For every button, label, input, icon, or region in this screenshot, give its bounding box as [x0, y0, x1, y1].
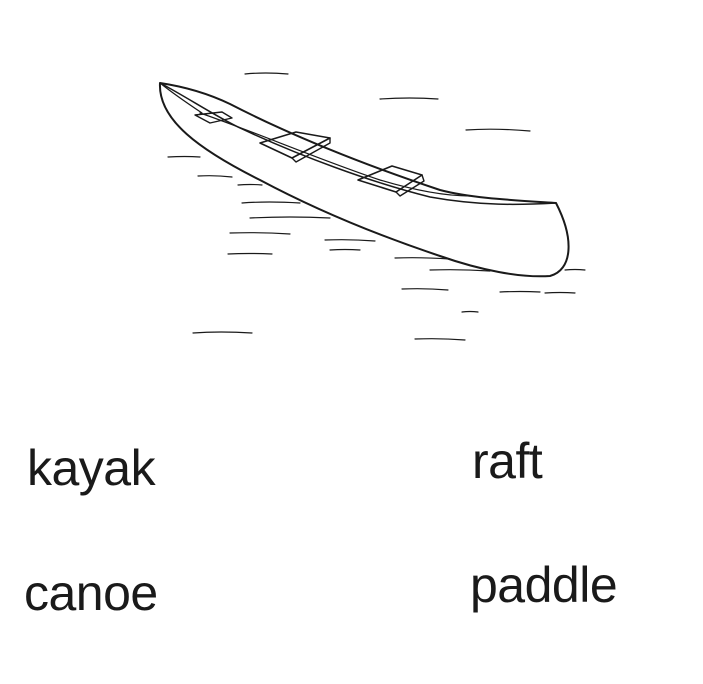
word-raft[interactable]: raft: [472, 433, 543, 489]
canoe-illustration: [158, 72, 586, 341]
water-ripples: [167, 72, 586, 341]
canoe-hull: [158, 82, 570, 278]
word-kayak[interactable]: kayak: [27, 440, 156, 496]
word-canoe[interactable]: canoe: [24, 565, 158, 621]
word-paddle[interactable]: paddle: [470, 557, 618, 613]
canoe-gunwale: [159, 82, 557, 206]
